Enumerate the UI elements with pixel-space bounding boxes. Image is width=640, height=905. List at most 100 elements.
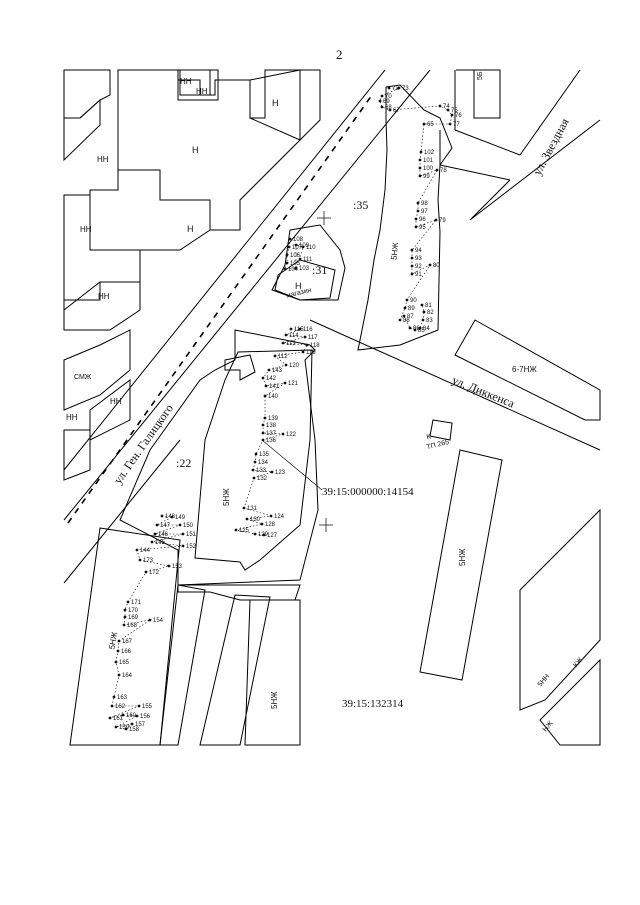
boundary-point [252,476,256,480]
boundary-point-label: 83 [426,318,433,324]
building-label: 5НЖ [270,691,279,709]
boundary-point [261,438,265,442]
boundary-point [416,209,420,213]
boundary-point [419,150,423,154]
boundary-point [428,263,432,267]
boundary-point-label: 143 [272,368,283,374]
boundary-point [108,716,112,720]
building-label: Н [187,224,194,234]
boundary-point [181,532,185,536]
boundary-point [410,264,414,268]
boundary-point-label: 132 [257,476,268,482]
street-galitskogo [63,69,431,584]
boundary-point [135,714,139,718]
boundary-point-label: 161 [113,716,124,722]
boundary-point [261,423,265,427]
boundary-point [289,327,293,331]
boundary-point-label: 153 [172,564,183,570]
boundary-point [138,558,142,562]
boundary-line [284,238,304,270]
boundary-point [418,174,422,178]
boundary-point-label: 67 [393,108,400,114]
boundary-point [402,314,406,318]
boundary-point-label: 118 [310,343,320,349]
boundary-point-label: 116 [303,327,313,333]
parcel-35-outline [309,69,601,451]
boundary-point-label: 111 [303,257,313,263]
boundary-point [122,623,126,627]
boundary-point [413,328,417,332]
boundary-point [121,713,125,717]
boundary-point [123,608,127,612]
boundary-point-label: 119 [306,350,316,356]
boundary-point-label: 84 [423,326,430,332]
boundary-point-label: 134 [258,460,269,466]
boundary-point [387,86,391,90]
boundary-point-label: 121 [288,381,299,387]
boundary-point-label: 65 [427,122,434,128]
boundary-point-label: 104 [288,267,299,273]
street-label-galitskogo: ул. Ген. Галицкого [111,401,176,486]
boundary-point-label: 166 [121,649,132,655]
boundary-point-label: 145 [155,540,166,546]
boundary-point-label: 137 [266,431,277,437]
boundary-point-label: 94 [415,248,422,254]
boundary-point-label: 162 [115,704,126,710]
boundary-point [273,354,277,358]
boundary-point-label: 158 [129,727,140,733]
boundary-point-label: 98 [421,201,428,207]
boundary-point-label: 97 [421,209,428,215]
boundary-point-label: 170 [128,608,139,614]
boundary-point-label: 125 [239,528,250,534]
building-label: К [426,433,433,441]
boundary-point [251,468,255,472]
boundary-point [305,343,309,347]
boundary-point-label: 88 [403,318,410,324]
boundary-point [446,108,450,112]
boundary-point-label: 150 [183,523,194,529]
boundary-point [408,326,412,330]
boundary-point-label: 85 [418,328,425,334]
boundary-point [403,306,407,310]
boundary-point [288,237,292,241]
boundary-point [253,460,257,464]
boundary-point [398,318,402,322]
boundary-line [379,87,453,331]
boundary-point-label: 127 [267,533,278,539]
boundary-point-label: 171 [131,600,142,606]
boundary-point [434,218,438,222]
boundary-point-label: 135 [259,452,270,458]
boundary-point [284,363,288,367]
boundary-point-label: 117 [308,335,318,341]
boundary-point [418,166,422,170]
parcel-label-35: :35 [353,198,368,212]
boundary-point-label: 108 [293,237,304,243]
parcel-label-31: :31 [312,263,327,277]
boundary-point [137,704,141,708]
boundary-point-label: 68 [385,105,392,111]
boundary-point [170,515,174,519]
boundary-point [153,532,157,536]
boundary-point [178,523,182,527]
boundary-point-label: 140 [268,394,279,400]
building-label: Н [192,145,199,155]
boundary-point-label: 113 [286,341,296,347]
boundary-point [269,514,273,518]
boundary-point [267,368,271,372]
boundary-point [422,310,426,314]
boundary-point [418,158,422,162]
boundary-point [261,376,265,380]
parcel-label-22: :22 [176,456,191,470]
boundary-point [117,639,121,643]
boundary-point-label: 72 [392,86,399,92]
boundary-point [270,470,274,474]
boundary-point [283,381,287,385]
boundary-point [263,394,267,398]
boundary-point [303,335,307,339]
boundary-point [284,333,288,337]
boundary-point [438,104,442,108]
